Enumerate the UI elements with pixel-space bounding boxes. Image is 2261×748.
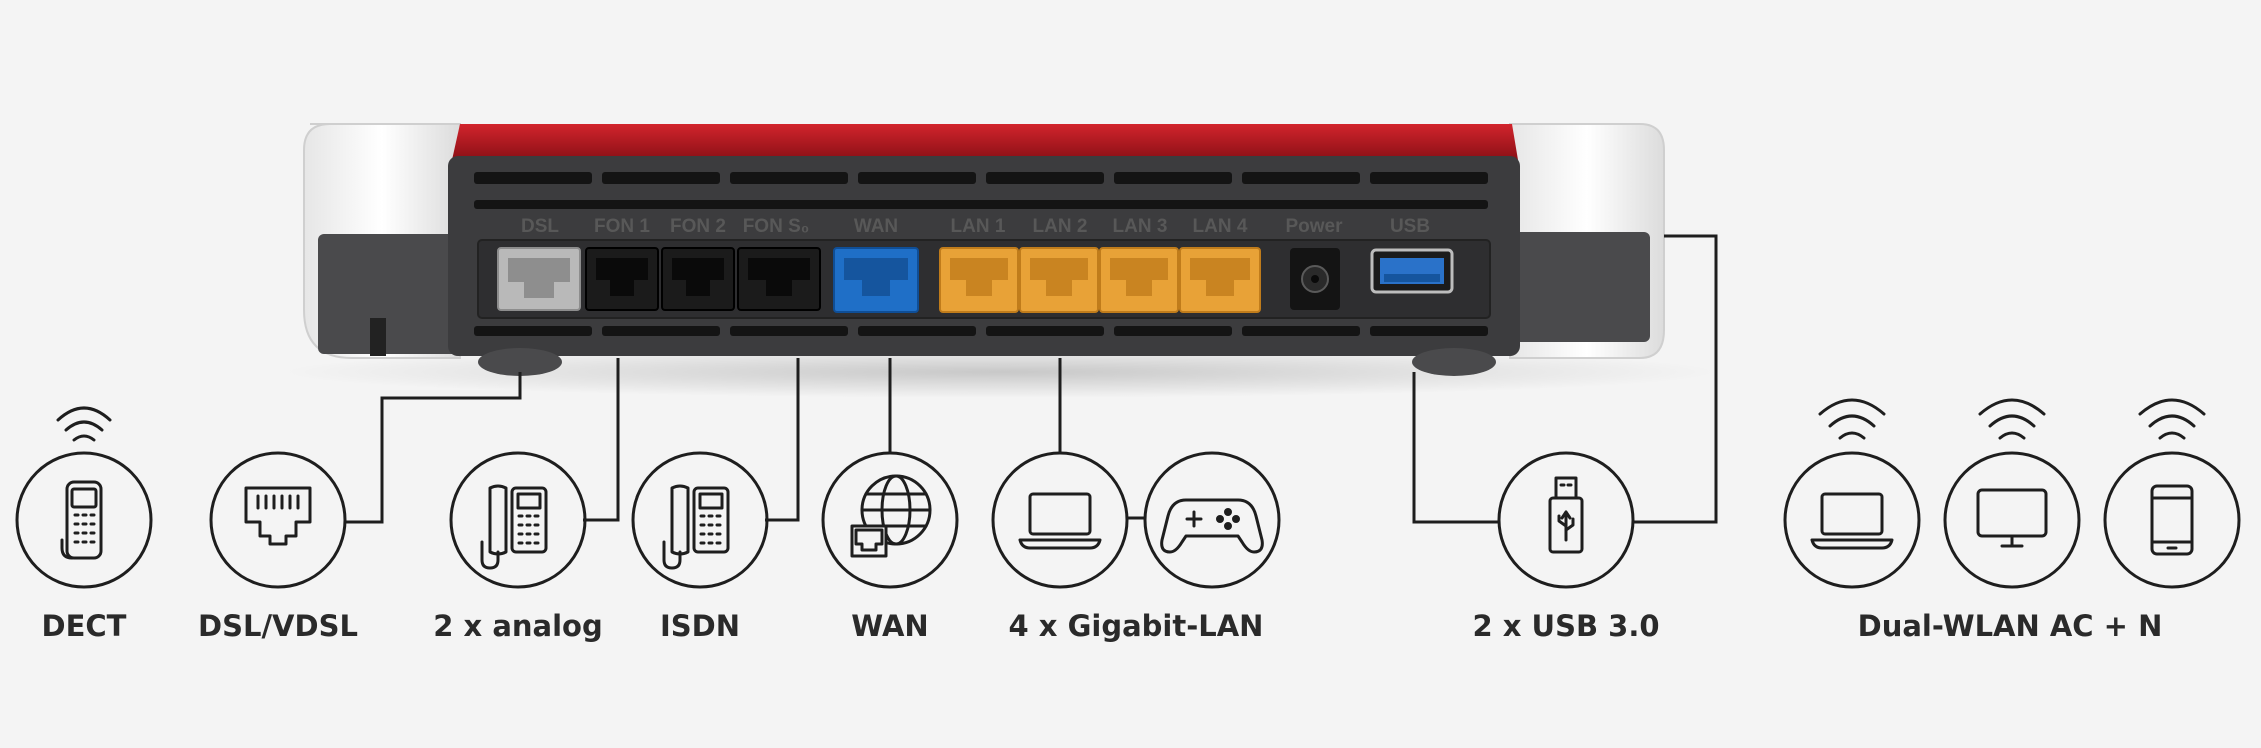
line-usb-left [1412, 372, 1500, 524]
top-vents [474, 172, 1488, 209]
usb-port [1370, 248, 1454, 294]
line-usb-right [1634, 234, 1718, 524]
wan-port [833, 247, 919, 313]
caption-dsl: DSL/VDSL [198, 609, 358, 643]
caption-lan: 4 x Gigabit-LAN [1008, 609, 1264, 643]
wlan-laptop-icon [1783, 398, 1921, 589]
wlan-phone-icon [2103, 398, 2241, 589]
lan2-port [1019, 247, 1099, 313]
fons0-port [737, 247, 821, 311]
wlan-monitor-icon [1943, 398, 2081, 589]
caption-wlan: Dual-WLAN AC + N [1857, 609, 2163, 643]
lan4-port [1179, 247, 1261, 313]
port-label-lan2: LAN 2 [1033, 216, 1088, 237]
caption-analog: 2 x analog [433, 609, 603, 643]
line-analog [583, 358, 620, 522]
lan1-port [939, 247, 1019, 313]
port-label-fon1: FON 1 [594, 216, 650, 237]
port-label-power: Power [1285, 216, 1343, 237]
caption-isdn: ISDN [659, 609, 741, 643]
dect-phone-icon [15, 406, 153, 589]
router-right-foot-block [1510, 232, 1650, 342]
router-right-foot [1412, 348, 1496, 376]
line-dsl [346, 372, 522, 524]
port-label-fon2: FON 2 [670, 216, 726, 237]
power-socket [1290, 248, 1340, 310]
router-left-foot-block [318, 234, 460, 354]
fon2-port [661, 247, 735, 311]
port-label-dsl: DSL [521, 216, 559, 237]
usb-stick-icon [1497, 451, 1635, 589]
router-red-top [452, 124, 1518, 160]
port-label-usb: USB [1390, 216, 1430, 237]
line-isdn [765, 358, 800, 522]
wan-globe-icon [821, 451, 959, 589]
laptop-icon [991, 451, 1129, 589]
port-label-fons0: FON S₀ [743, 216, 810, 237]
dsl-port-icon [209, 451, 347, 589]
router-shadow [280, 346, 1720, 398]
lan3-port [1099, 247, 1179, 313]
dsl-port [497, 247, 581, 311]
connector-lines [346, 234, 1718, 524]
bottom-vents [474, 326, 1488, 336]
port-label-lan1: LAN 1 [951, 216, 1006, 237]
isdn-phone-icon [631, 451, 769, 589]
caption-wan: WAN [851, 609, 929, 643]
caption-usb: 2 x USB 3.0 [1472, 609, 1660, 643]
port-label-lan4: LAN 4 [1193, 216, 1248, 237]
router-left-clip [370, 318, 386, 356]
port-label-lan3: LAN 3 [1113, 216, 1168, 237]
router-left-foot [478, 348, 562, 376]
gamepad-icon [1143, 451, 1281, 589]
router: DSL FON 1 FON 2 FON S₀ WAN LAN 1 LAN 2 L… [280, 123, 1720, 398]
caption-dect: DECT [41, 609, 127, 643]
analog-phone-icon [449, 451, 587, 589]
port-label-wan: WAN [854, 216, 898, 237]
lan-ports [939, 247, 1261, 313]
fon1-port [585, 247, 659, 311]
